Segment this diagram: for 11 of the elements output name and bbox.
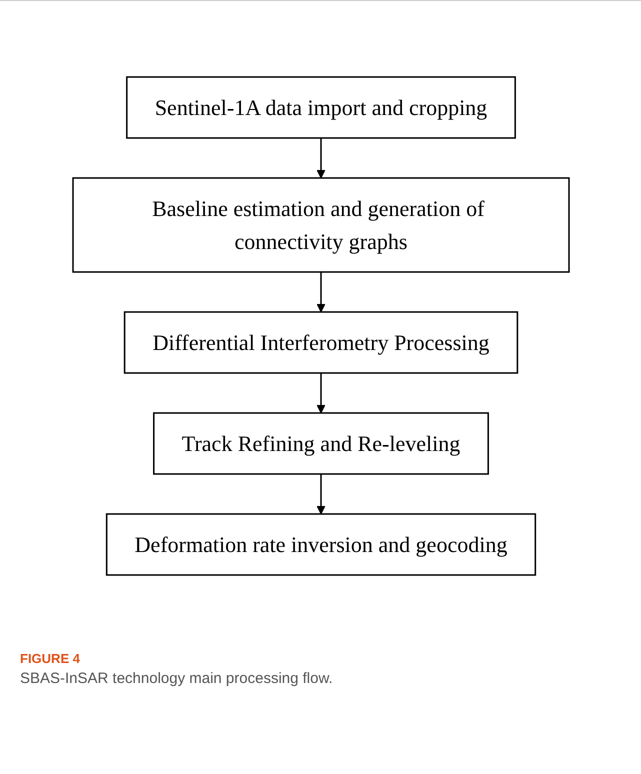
node-box: Track Refining and Re-leveling <box>152 412 488 475</box>
node-box: Baseline estimation and generation of connectivity graphs <box>72 177 570 273</box>
node-box: Deformation rate inversion and geocoding <box>105 513 536 576</box>
caption: SBAS-InSAR technology main processing flow. <box>20 670 334 687</box>
arrow <box>316 373 325 414</box>
node-box: Differential Interferometry Processing <box>123 311 518 374</box>
arrow <box>316 474 325 514</box>
arrow <box>316 272 325 312</box>
figure-number: FIGURE 4 <box>20 651 81 666</box>
arrow <box>316 138 325 178</box>
node-box: Sentinel-1A data import and cropping <box>126 76 516 139</box>
